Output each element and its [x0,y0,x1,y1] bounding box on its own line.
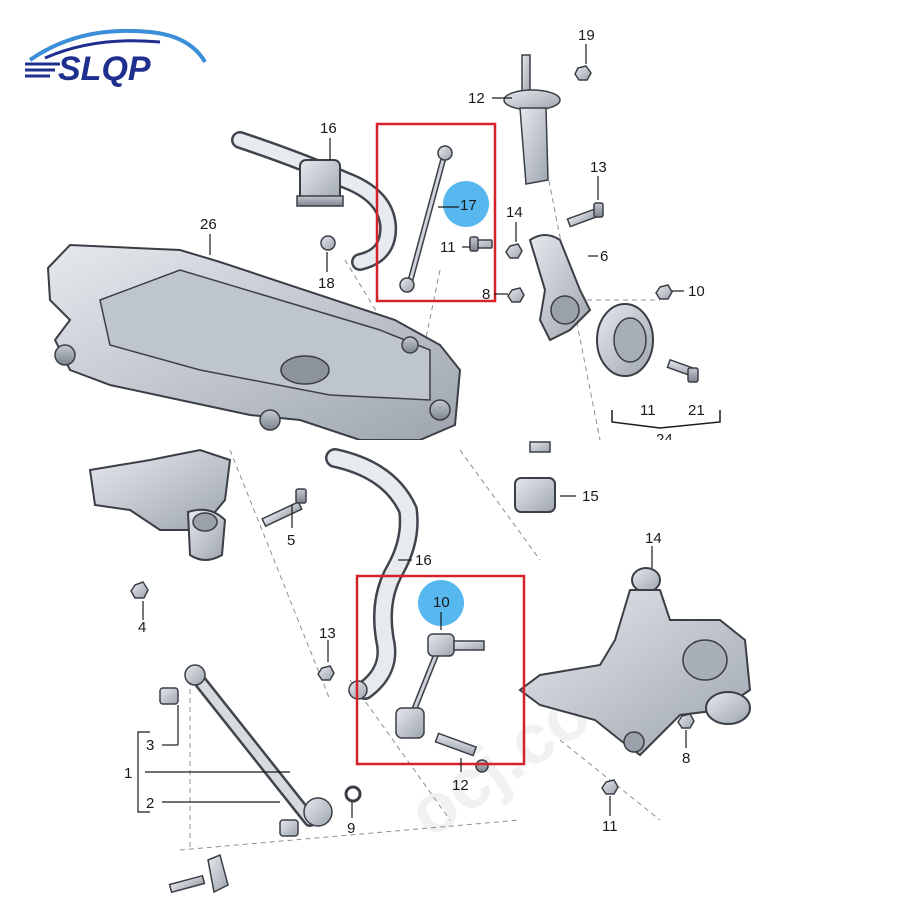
label-11-bottom: 11 [602,818,618,835]
nut-14-top [505,243,523,259]
label-16-top: 16 [320,120,337,137]
bolt-5 [261,488,307,528]
label-14-bottom: 14 [645,530,662,547]
label-2: 2 [146,795,154,812]
bracket-24 [611,410,721,429]
stabilizer-bar-bottom [325,448,419,700]
label-18: 18 [318,275,335,292]
top-diagram: 17 19 12 16 13 14 26 11 6 18 8 10 11 21 … [46,27,721,448]
label-3: 3 [146,737,154,754]
bolt-21 [666,358,699,383]
label-21: 21 [688,402,705,419]
rear-knuckle [518,567,752,757]
label-5: 5 [287,532,295,549]
stabilizer-bar-top [231,131,398,271]
label-1: 1 [124,765,132,782]
lower-control-arm [159,664,333,837]
highlight-box-bottom [355,574,526,766]
label-11-hub: 11 [640,402,656,419]
label-6: 6 [600,248,608,265]
label-12-bottom: 12 [452,777,469,794]
nut-8-top [507,287,525,303]
label-15: 15 [582,488,599,505]
nut-8-bottom [677,713,695,729]
brand-logo-text: SLQP [58,50,151,88]
steering-knuckle [528,234,592,342]
label-9: 9 [347,820,355,837]
label-4: 4 [138,619,146,636]
nut-4 [130,581,149,599]
callout-label-10: 10 [433,594,450,611]
bolt-18 [320,235,336,251]
label-10-top: 10 [688,283,705,300]
bolt-11-top [469,236,493,252]
nut-11-bottom [601,779,619,795]
bushing-15 [514,441,556,513]
washer-9 [344,785,362,803]
nut-13-bottom [317,665,335,681]
label-11-top: 11 [440,239,456,256]
highlight-box-top [375,122,497,303]
label-13-bottom: 13 [319,625,336,642]
label-8-bottom: 8 [682,750,690,767]
label-19: 19 [578,27,595,44]
wheel-hub [596,303,654,377]
nut-10 [655,284,673,300]
nut-19 [574,65,592,81]
stabilizer-link-17 [399,145,453,293]
label-16-bottom: 16 [415,552,432,569]
bolt-bottom-left [168,853,229,894]
bolt-13 [566,202,604,228]
diagram-separator [0,440,900,446]
label-12-top: 12 [468,90,485,107]
stabilizer-link-10 [348,633,489,773]
bracket-1 [137,731,150,813]
label-26: 26 [200,216,217,233]
subframe [46,243,462,441]
label-13-top: 13 [590,159,607,176]
callout-bubble-17: 17 [438,181,489,227]
brand-logo: SLQP [25,28,207,88]
strut-12 [503,54,561,185]
callout-bubble-10: 10 [418,580,464,630]
label-8-top: 8 [482,286,490,303]
bottom-diagram: 10 15 16 5 14 4 13 1 3 2 9 [88,441,752,894]
callout-label-17: 17 [460,197,477,214]
rear-crossmember [88,448,232,561]
label-14-top: 14 [506,204,523,221]
